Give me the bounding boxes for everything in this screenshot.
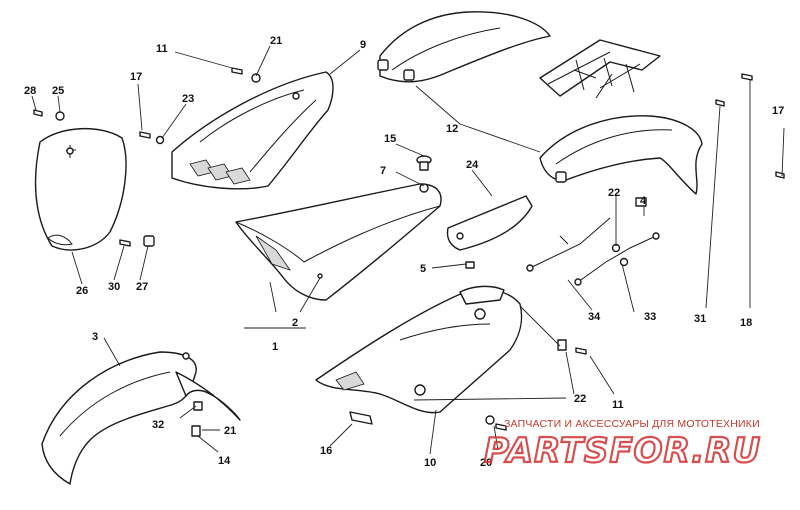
callout-4: 4 <box>640 195 647 207</box>
callout-20: 20 <box>480 457 492 469</box>
callout-31: 31 <box>694 313 706 325</box>
callout-21: 21 <box>270 35 282 47</box>
number-plate <box>34 128 127 251</box>
rear-fender-bottom <box>539 115 703 195</box>
callout-17-right: 17 <box>772 105 784 117</box>
callout-9: 9 <box>360 39 366 51</box>
callout-14: 14 <box>218 455 231 467</box>
rear-subframe <box>539 39 661 99</box>
callout-34: 34 <box>588 311 601 323</box>
callout-11-bottom: 11 <box>612 399 624 411</box>
side-cover-plate <box>446 195 533 251</box>
rear-fender-top <box>377 11 551 83</box>
seat-assembly <box>235 183 442 301</box>
callout-11: 11 <box>156 43 168 55</box>
air-box-side-panel <box>171 71 334 190</box>
callout-28: 28 <box>24 85 36 97</box>
callout-32: 32 <box>152 419 164 431</box>
callout-7: 7 <box>380 165 386 177</box>
callout-27: 27 <box>136 281 148 293</box>
callout-15: 15 <box>384 133 396 145</box>
front-fender <box>41 351 241 485</box>
leader-lines <box>31 45 785 455</box>
callout-21-bottom: 21 <box>224 425 236 437</box>
callout-17: 17 <box>130 71 142 83</box>
watermark: ЗАПЧАСТИ И АКСЕССУАРЫ ДЛЯ МОТОТЕХНИКИ PA… <box>483 418 761 472</box>
callout-3: 3 <box>92 331 98 343</box>
callout-22-top: 22 <box>608 187 620 199</box>
callout-24: 24 <box>466 159 479 171</box>
right-side-cover <box>315 285 523 414</box>
callout-2: 2 <box>292 317 298 329</box>
callout-25: 25 <box>52 85 64 97</box>
callout-5: 5 <box>420 263 426 275</box>
callout-30: 30 <box>108 281 120 293</box>
watermark-tagline: ЗАПЧАСТИ И АКСЕССУАРЫ ДЛЯ МОТОТЕХНИКИ <box>504 418 760 430</box>
callout-23: 23 <box>182 93 194 105</box>
callout-1: 1 <box>272 341 278 353</box>
watermark-logo: PARTSFOR.RU <box>484 431 761 471</box>
callout-18: 18 <box>740 317 752 329</box>
callout-33: 33 <box>644 311 656 323</box>
callout-26: 26 <box>76 285 88 297</box>
callout-22-bottom: 22 <box>574 393 586 405</box>
callout-16: 16 <box>320 445 332 457</box>
callout-12: 12 <box>446 123 458 135</box>
callout-10: 10 <box>424 457 436 469</box>
callout-labels: 11 21 9 17 23 28 25 26 30 27 15 7 24 5 1… <box>24 35 784 469</box>
stay-brackets <box>526 217 660 286</box>
